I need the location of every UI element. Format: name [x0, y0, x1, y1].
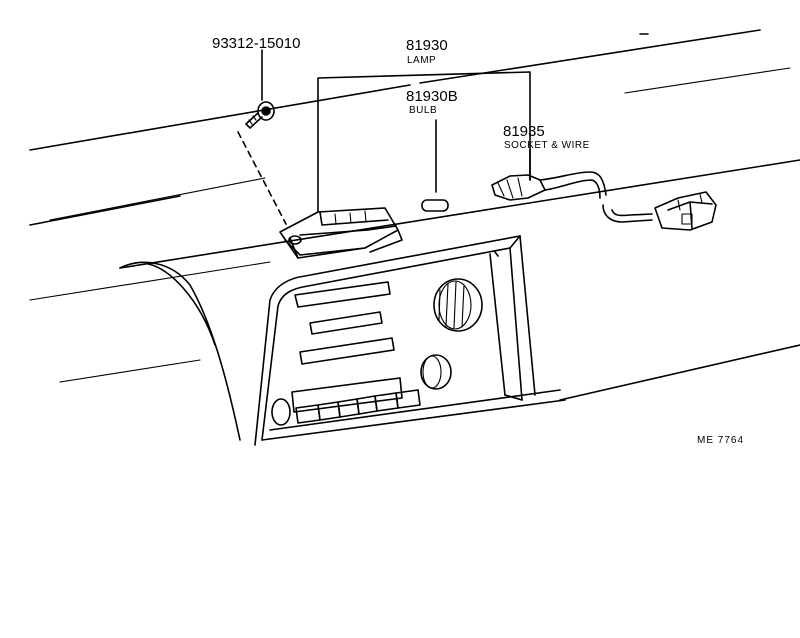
screw-icon — [237, 49, 287, 225]
center-console — [119, 235, 566, 446]
figure-reference: ME 7764 — [697, 435, 745, 446]
socket-part-name: SOCKET & WIRE — [504, 140, 590, 151]
bulb-part-name: BULB — [409, 105, 438, 116]
lamp-part-name: LAMP — [407, 55, 437, 66]
socket-part-number: 81935 — [503, 123, 545, 140]
screw-part-number: 93312-15010 — [212, 35, 301, 52]
dashboard-outline-lines — [29, 29, 800, 401]
lamp-housing — [279, 207, 403, 259]
socket-wire-icon — [491, 149, 717, 231]
bulb-icon — [421, 199, 449, 212]
lamp-callout-bracket — [317, 71, 531, 213]
bulb-part-number: 81930B — [406, 88, 458, 105]
lamp-part-number: 81930 — [406, 37, 448, 54]
